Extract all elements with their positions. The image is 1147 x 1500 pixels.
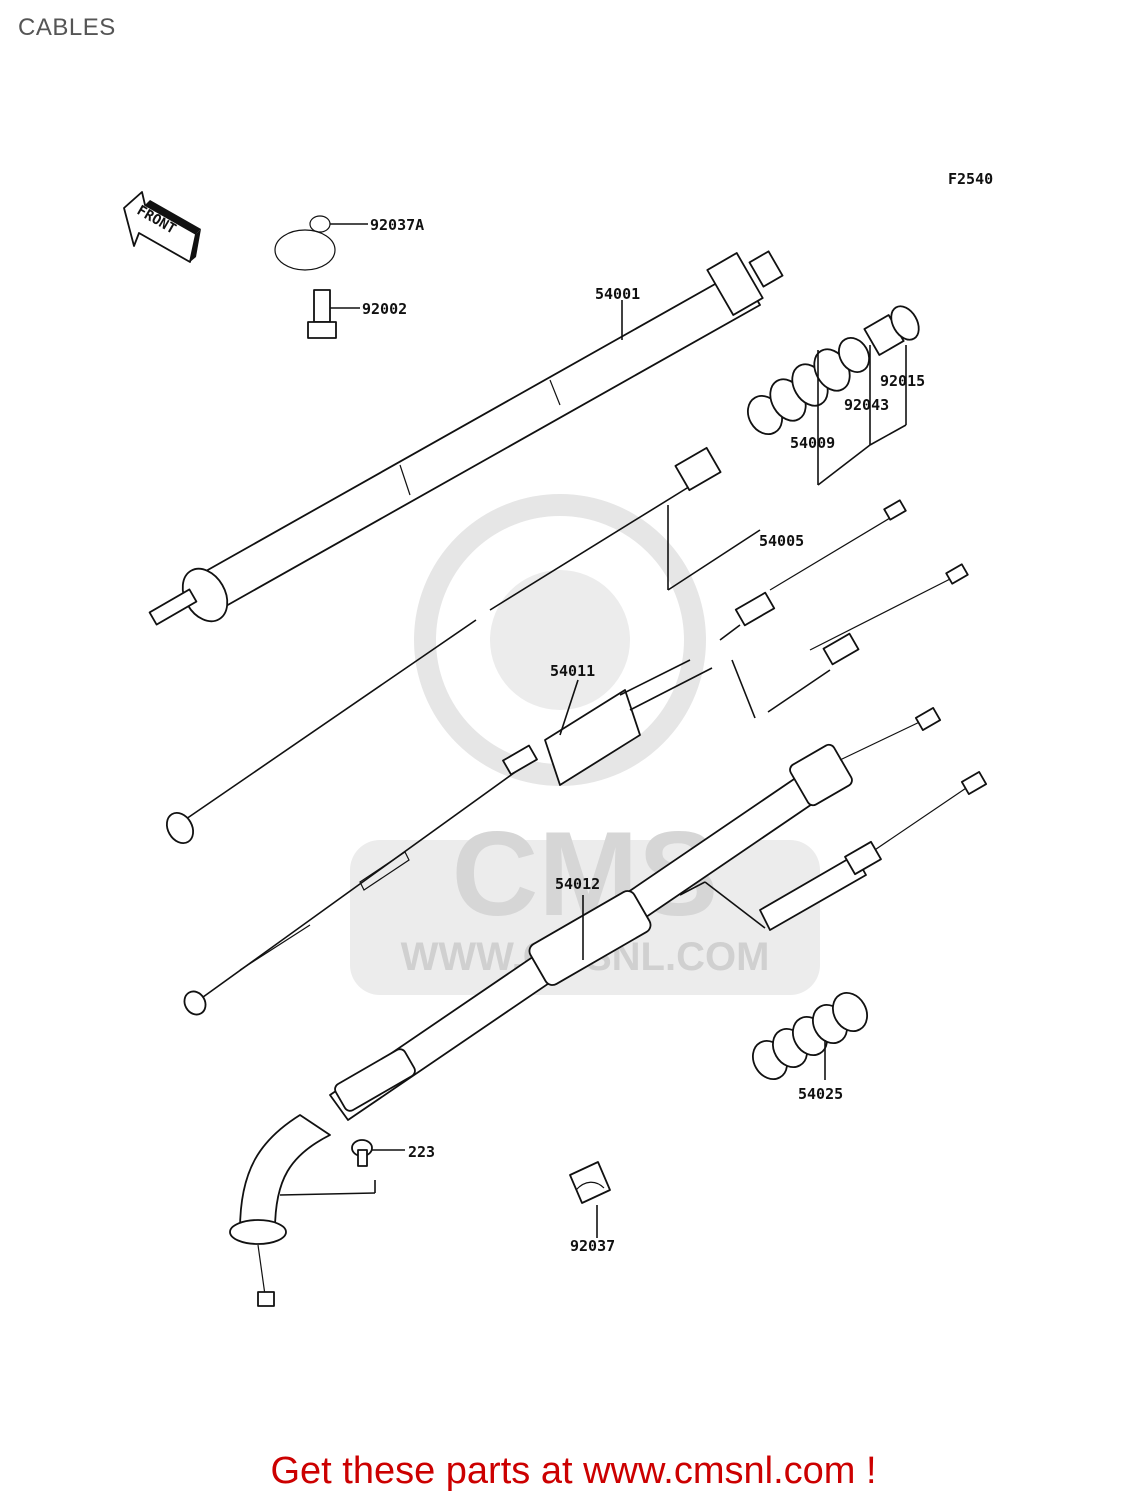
choke-cable-54011 bbox=[165, 619, 713, 1016]
throttle-cable-54012 bbox=[229, 707, 988, 1307]
callout-54012: 54012 bbox=[555, 875, 600, 893]
spring-54025 bbox=[752, 992, 868, 1080]
figure-code: F2540 bbox=[948, 170, 993, 188]
buy-parts-link[interactable]: Get these parts at www.cmsnl.com ! bbox=[270, 1450, 877, 1492]
callout-223: 223 bbox=[408, 1143, 435, 1161]
ring-clip-92037A bbox=[274, 215, 368, 271]
tachometer-cable-54005 bbox=[489, 305, 920, 611]
callout-92015: 92015 bbox=[880, 372, 925, 390]
callout-54001: 54001 bbox=[595, 285, 640, 303]
screw-223 bbox=[279, 1139, 405, 1196]
throttle-cable-inner bbox=[719, 499, 969, 719]
clamp-92037 bbox=[569, 1161, 611, 1238]
bolt-92002 bbox=[307, 289, 360, 339]
callout-54011: 54011 bbox=[550, 662, 595, 680]
callout-92037: 92037 bbox=[570, 1237, 615, 1255]
callout-54009: 54009 bbox=[790, 434, 835, 452]
callout-54025: 54025 bbox=[798, 1085, 843, 1103]
front-arrow-icon: FRONT bbox=[123, 191, 201, 263]
callout-92002: 92002 bbox=[362, 300, 407, 318]
callout-92043: 92043 bbox=[844, 396, 889, 414]
speedometer-cable-54001 bbox=[148, 250, 784, 626]
callout-54005: 54005 bbox=[759, 532, 804, 550]
page-title: CABLES bbox=[18, 14, 116, 41]
callout-92037A: 92037A bbox=[370, 216, 424, 234]
